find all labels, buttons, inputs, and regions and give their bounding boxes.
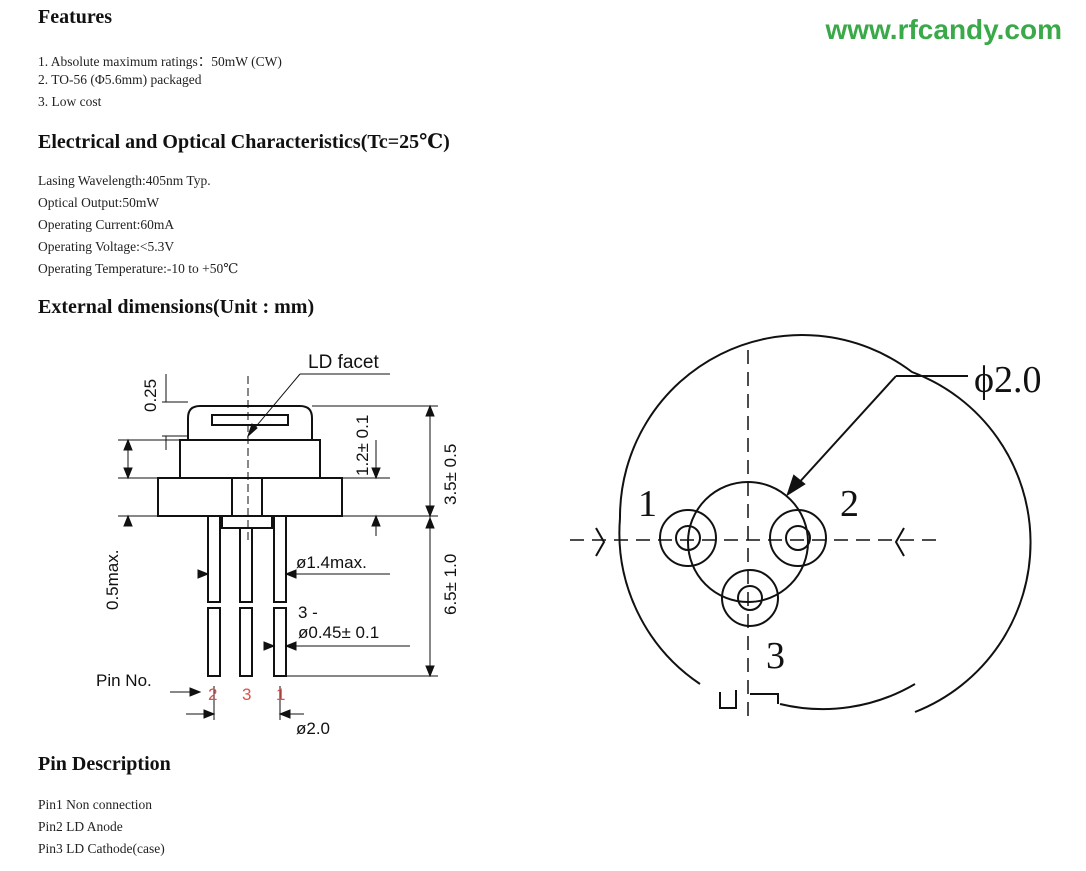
spec-item: Operating Temperature:-10 to +50℃ bbox=[38, 261, 239, 276]
dim-35-label: 3.5± 0.5 bbox=[441, 444, 460, 505]
pin-label-2: 2 bbox=[208, 685, 217, 704]
dim-20-label: ø2.0 bbox=[296, 719, 330, 738]
feature-item: 1. Absolute maximum ratings：50mW (CW) bbox=[38, 54, 282, 69]
pin-item: Pin1 Non connection bbox=[38, 797, 152, 812]
pin-description-heading: Pin Description bbox=[38, 753, 171, 775]
dim-045-label: ø0.45± 0.1 bbox=[298, 623, 379, 642]
pin-no-label: Pin No. bbox=[96, 671, 152, 690]
side-view-drawing: LD facet bbox=[96, 352, 460, 738]
dimensions-heading: External dimensions(Unit : mm) bbox=[38, 296, 315, 318]
pin-label-3: 3 bbox=[242, 685, 251, 704]
pin-item: Pin2 LD Anode bbox=[38, 819, 123, 834]
spec-item: Lasing Wavelength:405nm Typ. bbox=[38, 173, 211, 188]
site-watermark: www.rfcandy.com bbox=[825, 14, 1063, 45]
top-pin-2: 2 bbox=[840, 483, 859, 525]
dim-025-label: 0.25 bbox=[141, 379, 160, 412]
feature-item: 3. Low cost bbox=[38, 94, 102, 109]
top-view-drawing: ϕ2.0 1 2 3 bbox=[570, 334, 1042, 722]
spec-item: Operating Current:60mA bbox=[38, 217, 175, 232]
phi-label: ϕ2.0 bbox=[974, 359, 1042, 401]
spec-item: Optical Output:50mW bbox=[38, 195, 160, 210]
dim-05max-label: 0.5max. bbox=[103, 550, 122, 610]
electrical-heading: Electrical and Optical Characteristics(T… bbox=[38, 131, 450, 153]
dim-3-label: 3 - bbox=[298, 603, 318, 622]
feature-item: 2. TO-56 (Φ5.6mm) packaged bbox=[38, 72, 202, 87]
dim-14max-label: ø1.4max. bbox=[296, 553, 367, 572]
pin-label-1: 1 bbox=[276, 685, 285, 704]
top-pin-1: 1 bbox=[638, 483, 657, 525]
spec-item: Operating Voltage:<5.3V bbox=[38, 239, 175, 254]
ld-facet-label: LD facet bbox=[308, 352, 379, 373]
pin-item: Pin3 LD Cathode(case) bbox=[38, 841, 165, 856]
features-heading: Features bbox=[38, 6, 113, 28]
dim-65-label: 6.5± 1.0 bbox=[441, 554, 460, 615]
dim-12-label: 1.2± 0.1 bbox=[353, 415, 372, 476]
top-pin-3: 3 bbox=[766, 635, 785, 677]
